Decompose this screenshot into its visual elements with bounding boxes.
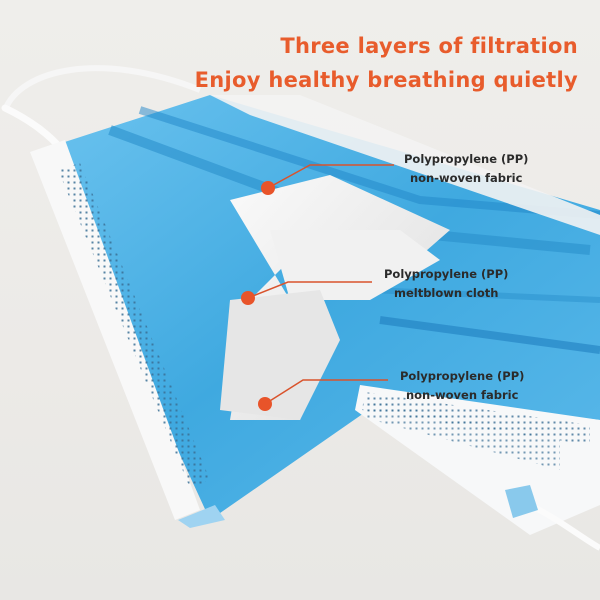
callout-subtitle: non-woven fabric [405,388,519,402]
callout-subtitle: non-woven fabric [409,171,523,185]
callout-title: Polypropylene (PP) [384,267,509,281]
callout-dot-3 [258,397,272,411]
callout-dot-1 [261,181,275,195]
callout-subtitle: meltblown cloth [393,286,499,300]
callout-connector-1 [267,164,394,189]
callout-label-inner-layer: Polypropylene (PP) non-woven fabric [400,367,524,405]
callout-connector-2 [247,281,372,299]
headline-line-1: Three layers of filtration [280,34,578,58]
callout-label-middle-layer: Polypropylene (PP) meltblown cloth [384,265,508,303]
callout-title: Polypropylene (PP) [404,152,529,166]
callout-dot-2 [241,291,255,305]
callout-label-outer-layer: Polypropylene (PP) non-woven fabric [404,150,528,188]
headline-line-2: Enjoy healthy breathing quietly [194,68,578,92]
callout-title: Polypropylene (PP) [400,369,525,383]
callout-connector-3 [264,379,388,405]
